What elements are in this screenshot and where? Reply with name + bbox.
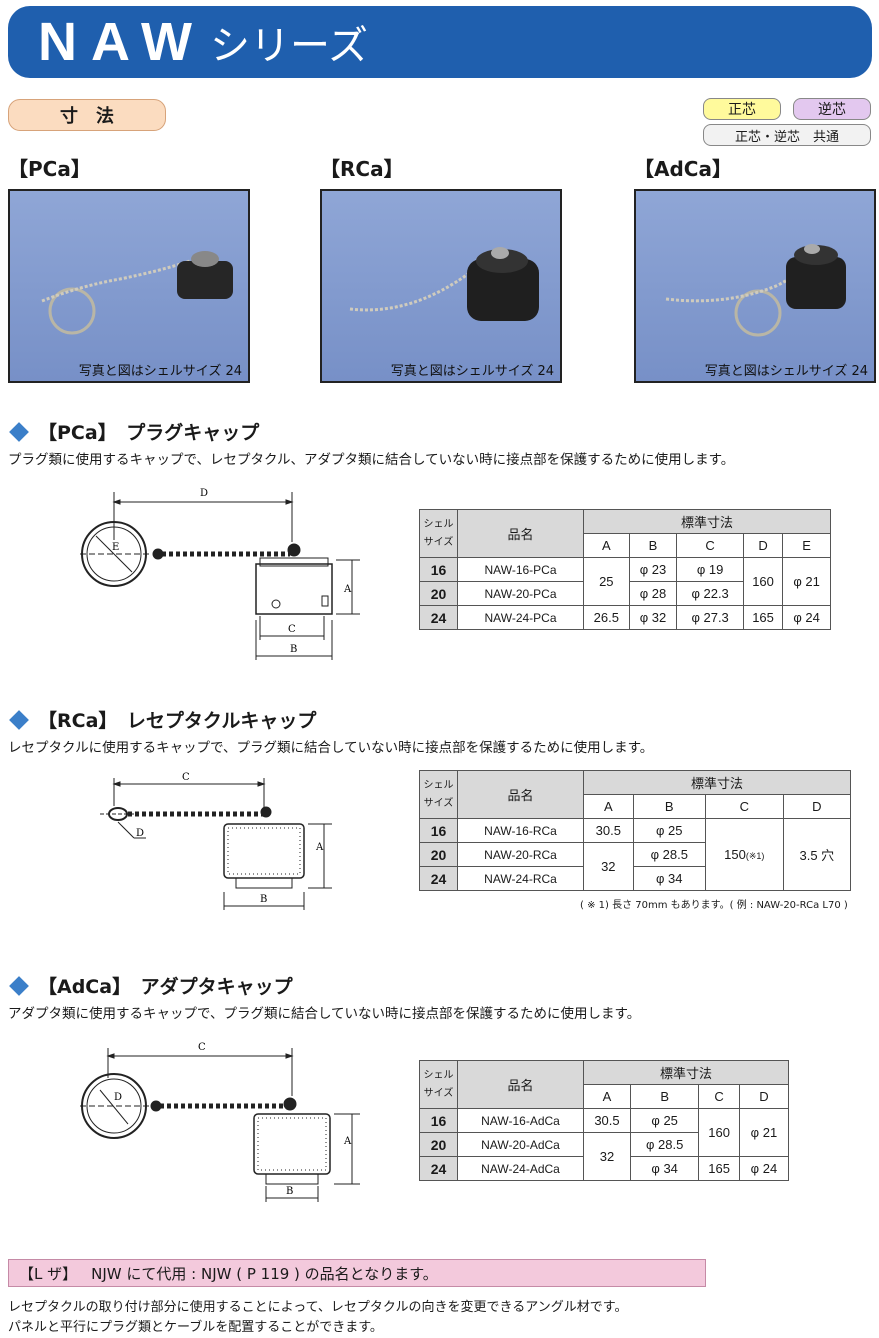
col-header: C: [676, 533, 744, 558]
table-row: 16 NAW-16-AdCa 30.5 φ 25 160 φ 21: [419, 1108, 790, 1157]
dim-label-e: E: [112, 542, 119, 553]
table-row: 20 NAW-20-PCa φ 28 φ 22.3: [419, 581, 831, 606]
col-header: D: [782, 794, 852, 819]
lza-desc-line-2: パネルと平行にプラグ類とケーブルを配置することができます。: [8, 1320, 383, 1335]
dim-label-d: D: [114, 1092, 122, 1103]
diamond-bullet-icon: [9, 975, 29, 996]
col-header: D: [738, 1084, 790, 1109]
dim-label-c: C: [182, 772, 190, 783]
section-desc-pca: プラグ類に使用するキャップで、レセプタクル、アダプタ類に結合していない時に接点部…: [8, 452, 735, 468]
legend: 正芯 逆芯 正芯・逆芯 共通: [703, 98, 871, 150]
table-row: 20 NAW-20-AdCa 32 φ 28.5: [419, 1132, 789, 1181]
adca-drawing: C D A B: [80, 1042, 360, 1202]
section-title-pca: 【PCa】 プラグキャップ: [8, 418, 259, 445]
col-header: B: [629, 1084, 700, 1109]
section-desc-adca: アダプタ類に使用するキャップで、プラグ類に結合していない時に接点部を保護するため…: [8, 1006, 641, 1022]
adca-dimension-table: シェルサイズ 品名 標準寸法 A B C D 16 NAW-16-AdCa 30…: [419, 1060, 790, 1181]
col-header: C: [704, 794, 784, 819]
photo-label-rca: 【RCa】: [320, 157, 404, 181]
section-title-rca: 【RCa】 レセプタクルキャップ: [8, 706, 316, 733]
lza-notice: 【L ザ】 NJW にて代用 : NJW ( P 119 ) の品名となります。: [8, 1259, 706, 1287]
name-header: 品名: [457, 1060, 584, 1109]
col-header: A: [583, 794, 634, 819]
size-header: シェルサイズ: [419, 1060, 458, 1109]
pca-drawing: D E A C B: [80, 488, 360, 660]
size-header: シェルサイズ: [419, 770, 458, 819]
table-row: 24 NAW-24-RCa φ 34: [419, 866, 851, 891]
rca-dimension-table: シェルサイズ 品名 標準寸法 A B C D 16 NAW-16-RCa 30.…: [419, 770, 852, 891]
name-header: 品名: [457, 509, 584, 558]
col-header: D: [742, 533, 784, 558]
dim-label-d: D: [136, 828, 144, 839]
photo-label-pca: 【PCa】: [8, 157, 91, 181]
lza-label: 【L ザ】: [19, 1264, 78, 1283]
diamond-bullet-icon: [9, 709, 29, 730]
col-header: B: [628, 533, 678, 558]
photo-adca: 写真と図はシェルサイズ 24: [634, 189, 876, 383]
photo-pca: 写真と図はシェルサイズ 24: [8, 189, 250, 383]
table-row: 16 NAW-16-RCa 30.5 φ 25 150(※1) 3.5 穴: [419, 818, 852, 891]
size-header: シェルサイズ: [419, 509, 458, 558]
col-header: E: [782, 533, 831, 558]
dim-label-c: C: [198, 1042, 206, 1053]
photo-label-adca: 【AdCa】: [634, 157, 732, 181]
legend-seishin: 正芯: [703, 98, 781, 120]
name-header: 品名: [457, 770, 584, 819]
table-row: 20 NAW-20-RCa 32 φ 28.5: [419, 842, 851, 891]
pca-photo-illustration: [41, 251, 233, 335]
dim-label-d: D: [200, 488, 208, 499]
dim-label-b: B: [286, 1186, 293, 1197]
col-header: A: [583, 1084, 631, 1109]
std-dim-header: 標準寸法: [583, 509, 831, 534]
dim-label-a: A: [343, 584, 352, 595]
rca-footnote: ( ※ 1) 長さ 70mm もあります。( 例 : NAW-20-RCa L7…: [580, 900, 848, 911]
rca-drawing: C D A B: [100, 772, 332, 910]
photo-caption-rca: 写真と図はシェルサイズ 24: [390, 364, 554, 379]
dim-label-a: A: [343, 1136, 352, 1147]
photo-caption-pca: 写真と図はシェルサイズ 24: [78, 364, 242, 379]
dim-label-b: B: [290, 644, 297, 655]
photo-caption-adca: 写真と図はシェルサイズ 24: [704, 364, 868, 379]
table-row: 16 NAW-16-PCa 25 φ 23 φ 19 160 φ 21: [419, 557, 831, 606]
col-header: A: [583, 533, 630, 558]
table-row: 24 NAW-24-PCa 26.5 φ 32 φ 27.3 165 φ 24: [419, 605, 831, 630]
dim-label-a: A: [315, 842, 324, 853]
pca-dimension-table: シェルサイズ 品名 標準寸法 A B C D E 16 NAW-16-PCa 2…: [419, 509, 831, 630]
dimensions-tab: 寸法: [8, 99, 166, 131]
section-desc-rca: レセプタクルに使用するキャップで、プラグ類に結合していない時に接点部を保護するた…: [8, 740, 654, 756]
lza-text: NJW にて代用 : NJW ( P 119 ) の品名となります。: [91, 1264, 438, 1283]
series-name: NAW: [38, 12, 206, 72]
series-suffix: シリーズ: [209, 23, 368, 69]
series-header: NAW シリーズ: [8, 6, 872, 78]
rca-photo-illustration: [349, 247, 539, 321]
legend-common: 正芯・逆芯 共通: [703, 124, 871, 146]
diamond-bullet-icon: [9, 421, 29, 442]
dim-label-c: C: [288, 624, 296, 635]
col-header: C: [698, 1084, 740, 1109]
section-title-adca: 【AdCa】 アダプタキャップ: [8, 972, 293, 999]
legend-gyakushin: 逆芯: [793, 98, 871, 120]
lza-desc-line-1: レセプタクルの取り付け部分に使用することによって、レセプタクルの向きを変更できる…: [8, 1300, 628, 1315]
col-header: B: [632, 794, 706, 819]
adca-photo-illustration: [665, 244, 846, 337]
std-dim-header: 標準寸法: [583, 770, 851, 795]
std-dim-header: 標準寸法: [583, 1060, 789, 1085]
photo-rca: 写真と図はシェルサイズ 24: [320, 189, 562, 383]
dim-label-b: B: [260, 894, 267, 905]
table-row: 24 NAW-24-AdCa φ 34 165 φ 24: [419, 1156, 790, 1181]
